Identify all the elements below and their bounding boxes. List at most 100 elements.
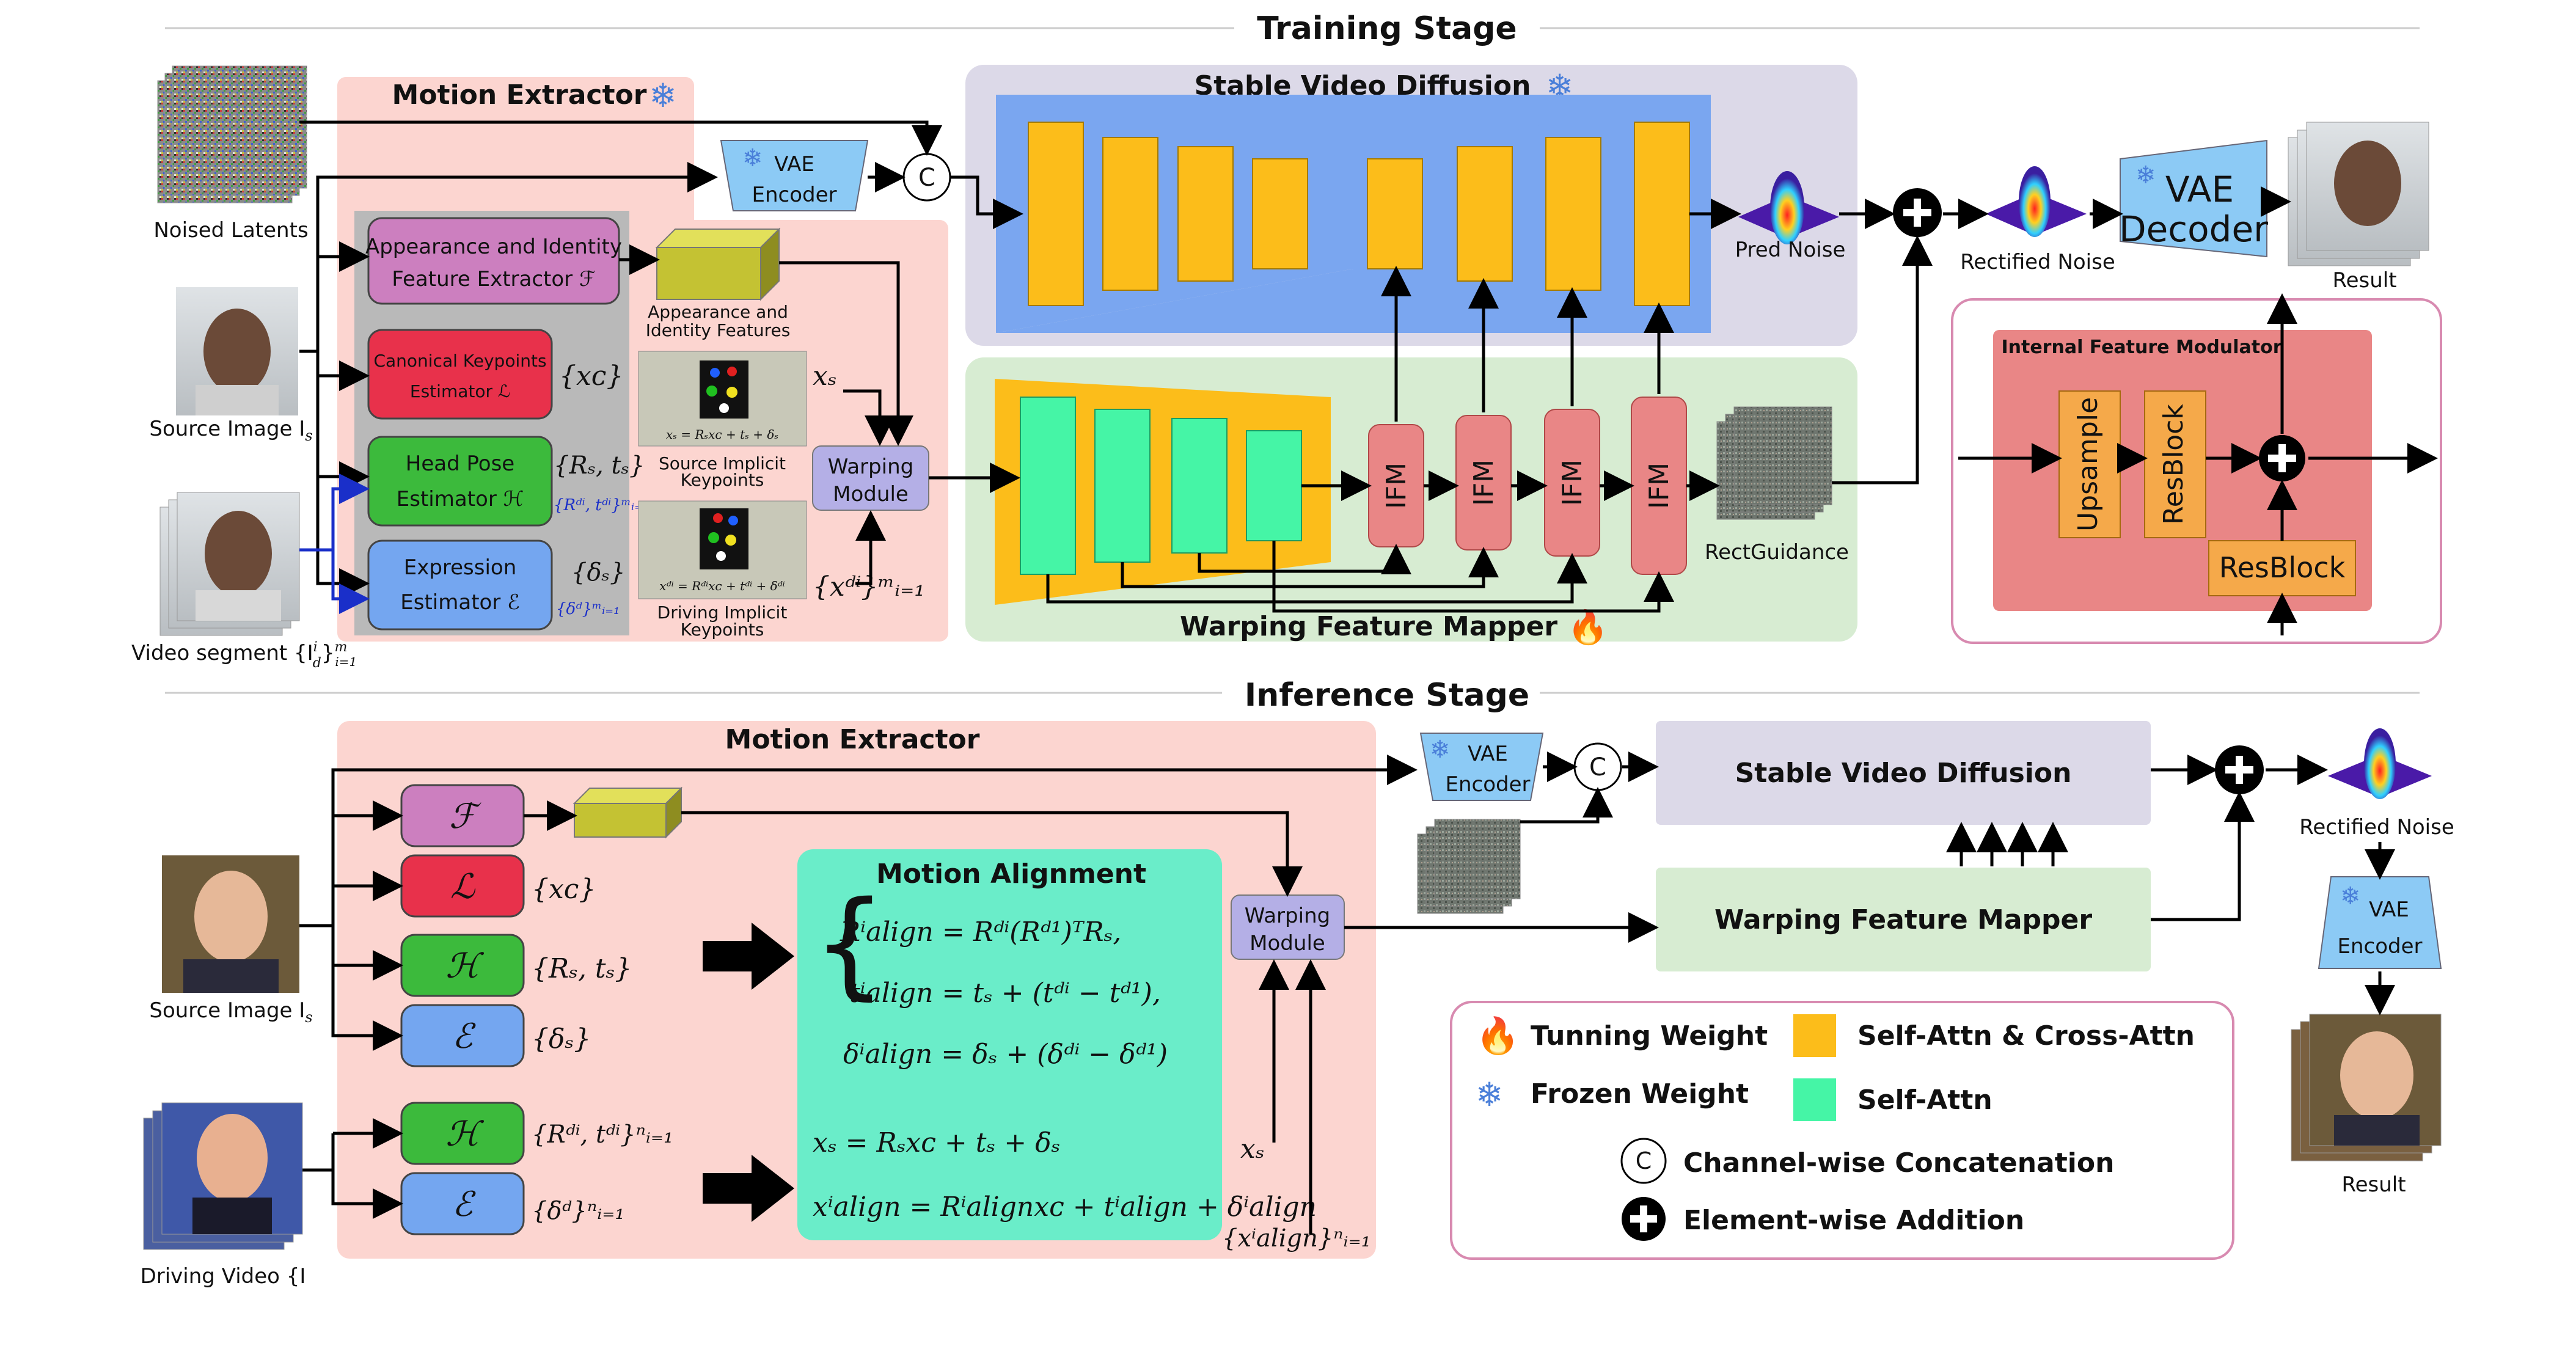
inf-rs-ts: {Rₛ, tₛ} bbox=[532, 953, 632, 984]
legend-self-cross: Self-Attn & Cross-Attn bbox=[1857, 1020, 2195, 1052]
pred-noise-peak bbox=[1738, 171, 1839, 244]
training-blue-arrows bbox=[299, 474, 370, 614]
inf-x-align-set: {xⁱalign}ⁿᵢ₌₁ bbox=[1222, 1224, 1371, 1253]
legend-add: Element-wise Addition bbox=[1683, 1205, 2024, 1236]
alignment-eq1: Rⁱalign = Rᵈⁱ(Rᵈ¹)ᵀRₛ, bbox=[840, 916, 1121, 948]
driving-video-stack bbox=[143, 1102, 303, 1250]
svg-text:xᵈⁱ = Rᵈⁱxᴄ + tᵈⁱ + δᵈⁱ: xᵈⁱ = Rᵈⁱxᴄ + tᵈⁱ + δᵈⁱ bbox=[659, 579, 785, 593]
inf-warping-line2: Module bbox=[1250, 931, 1325, 956]
noised-latents-label: Noised Latents bbox=[153, 218, 308, 243]
app-feat-line2: Identity Features bbox=[646, 320, 791, 340]
svg-text:C: C bbox=[1636, 1147, 1652, 1174]
wfm-flame-icon: 🔥 bbox=[1567, 608, 1608, 646]
inference-stage-title: Inference Stage bbox=[1245, 677, 1529, 714]
svg-text:ℋ: ℋ bbox=[445, 1114, 484, 1154]
expression-line2: Estimator ℰ bbox=[400, 590, 519, 615]
legend-self: Self-Attn bbox=[1857, 1085, 1992, 1116]
source-image-label: Source Image I bbox=[149, 417, 305, 441]
legend-frozen: Frozen Weight bbox=[1531, 1078, 1749, 1110]
ifm-label-1: IFM bbox=[1381, 463, 1412, 509]
svg-text:Source Image Is: Source Image Is bbox=[149, 998, 312, 1026]
legend-yellow-swatch bbox=[1793, 1014, 1836, 1057]
big-arrow-2 bbox=[703, 1155, 794, 1222]
legend-flame-icon: 🔥 bbox=[1476, 1015, 1520, 1056]
wfm-title: Warping Feature Mapper bbox=[1180, 611, 1557, 642]
svg-text:Video segment {Iid}mi=1: Video segment {Iid}mi=1 bbox=[131, 640, 357, 671]
legend-snowflake-icon: ❄ bbox=[1476, 1075, 1503, 1114]
legend-concat-icon bbox=[1620, 1138, 1667, 1184]
inf-rectified-noise-label: Rectified Noise bbox=[2299, 815, 2454, 839]
driving-keypoints-panel: xᵈⁱ = Rᵈⁱxᴄ + tᵈⁱ + δᵈⁱ bbox=[638, 500, 807, 599]
canonical-keypoints-box bbox=[367, 329, 553, 420]
inf-vae2-line2: Encoder bbox=[2337, 934, 2422, 959]
app-feat-line1: Appearance and bbox=[648, 302, 788, 322]
ifm-label-4: IFM bbox=[1644, 463, 1675, 509]
big-arrow-1 bbox=[703, 923, 794, 990]
svg-text:ℒ: ℒ bbox=[450, 867, 476, 907]
svg-text:ℰ: ℰ bbox=[452, 1017, 476, 1056]
delta-s-label: {δₛ} bbox=[571, 558, 625, 587]
warping-line1: Warping bbox=[828, 455, 913, 479]
vae-encoder-train bbox=[720, 140, 869, 211]
inference-motion-extractor-title: Motion Extractor bbox=[725, 724, 980, 755]
inf-result-stack bbox=[2291, 1014, 2442, 1161]
alignment-brace: { bbox=[813, 876, 887, 1011]
inf-svd-box bbox=[1656, 721, 2151, 825]
drv-kp-line1: Driving Implicit bbox=[657, 602, 788, 623]
inf-delta-d: {δᵈ}ⁿᵢ₌₁ bbox=[532, 1197, 624, 1225]
resblock-block-2 bbox=[2208, 540, 2356, 596]
resblock-label-2: ResBlock bbox=[2219, 551, 2346, 584]
training-arrows bbox=[299, 120, 2438, 635]
headpose-line1: Head Pose bbox=[406, 452, 514, 476]
concat-symbol-train: C bbox=[918, 164, 935, 192]
legend-green-swatch bbox=[1793, 1078, 1836, 1121]
src-kp-line1: Source Implicit bbox=[659, 453, 786, 474]
svg-text:ℰ: ℰ bbox=[452, 1185, 476, 1224]
xc-label: {xᴄ} bbox=[559, 360, 623, 392]
inf-vae2-line1: VAE bbox=[2369, 898, 2409, 922]
frozen-snowflake-icon: ❄ bbox=[649, 76, 676, 115]
ifm-blocks: IFM IFM IFM IFM bbox=[1368, 397, 1687, 575]
inf-rectified-noise-peak bbox=[2328, 728, 2432, 799]
expression-box bbox=[367, 540, 553, 631]
video-segment-stack bbox=[159, 492, 300, 636]
resblock-block-1 bbox=[2144, 390, 2206, 538]
inference-arrows bbox=[299, 752, 2395, 1234]
upsample-label: Upsample bbox=[2073, 397, 2104, 532]
alignment-eq2: tⁱalign = tₛ + (tᵈⁱ − tᵈ¹), bbox=[849, 978, 1161, 1009]
inf-vae-encoder bbox=[1419, 733, 1544, 801]
alignment-eq3: δⁱalign = δₛ + (δᵈⁱ − δᵈ¹) bbox=[843, 1039, 1168, 1070]
legend-frame bbox=[1450, 1001, 2234, 1260]
inf-svd-title: Stable Video Diffusion bbox=[1735, 758, 2072, 789]
ifm-detail-title: Internal Feature Modulator bbox=[2001, 337, 2281, 358]
warping-line2: Module bbox=[833, 482, 909, 507]
canonical-line2: Estimator ℒ bbox=[410, 381, 510, 401]
drv-kp-line2: Keypoints bbox=[681, 620, 764, 640]
inf-warping-line1: Warping bbox=[1245, 904, 1330, 928]
source-image-thumb bbox=[176, 287, 298, 415]
inference-source-label: Source Image I bbox=[149, 998, 305, 1023]
src-kp-line2: Keypoints bbox=[681, 470, 764, 490]
vae-decoder-snowflake-icon: ❄ bbox=[2135, 161, 2156, 189]
svg-text:xₛ = Rₛxᴄ + tₛ + δₛ: xₛ = Rₛxᴄ + tₛ + δₛ bbox=[666, 427, 778, 442]
canonical-line1: Canonical Keypoints bbox=[373, 351, 546, 371]
rect-guidance-label: RectGuidance bbox=[1705, 540, 1849, 565]
svd-yellow-blocks bbox=[1028, 122, 1690, 306]
upsample-block bbox=[2058, 390, 2121, 538]
delta-d-label: {δᵈ}ᵐᵢ₌₁ bbox=[556, 600, 620, 618]
pred-noise-label: Pred Noise bbox=[1735, 238, 1846, 262]
ifm-label-2: IFM bbox=[1468, 459, 1499, 506]
expression-line1: Expression bbox=[404, 555, 517, 580]
vae-decoder-line1: VAE bbox=[2165, 169, 2234, 210]
alignment-eq4: xₛ = Rₛxᴄ + tₛ + δₛ bbox=[813, 1127, 1060, 1158]
training-stage: Training Stage Motion Extractor ❄ Noised… bbox=[131, 10, 2442, 671]
inf-vae-snowflake-icon: ❄ bbox=[1430, 736, 1451, 764]
result-label-train: Result bbox=[2332, 268, 2396, 293]
vae-encoder-snowflake-icon: ❄ bbox=[742, 144, 763, 172]
inference-stage: Inference Stage Motion Extractor Source … bbox=[141, 677, 2454, 1289]
inf-result-label: Result bbox=[2341, 1172, 2406, 1197]
inf-rd-td: {Rᵈⁱ, tᵈⁱ}ⁿᵢ₌₁ bbox=[532, 1121, 673, 1149]
resblock-label-1: ResBlock bbox=[2158, 404, 2189, 525]
legend-concat: Channel-wise Concatenation bbox=[1683, 1147, 2114, 1179]
